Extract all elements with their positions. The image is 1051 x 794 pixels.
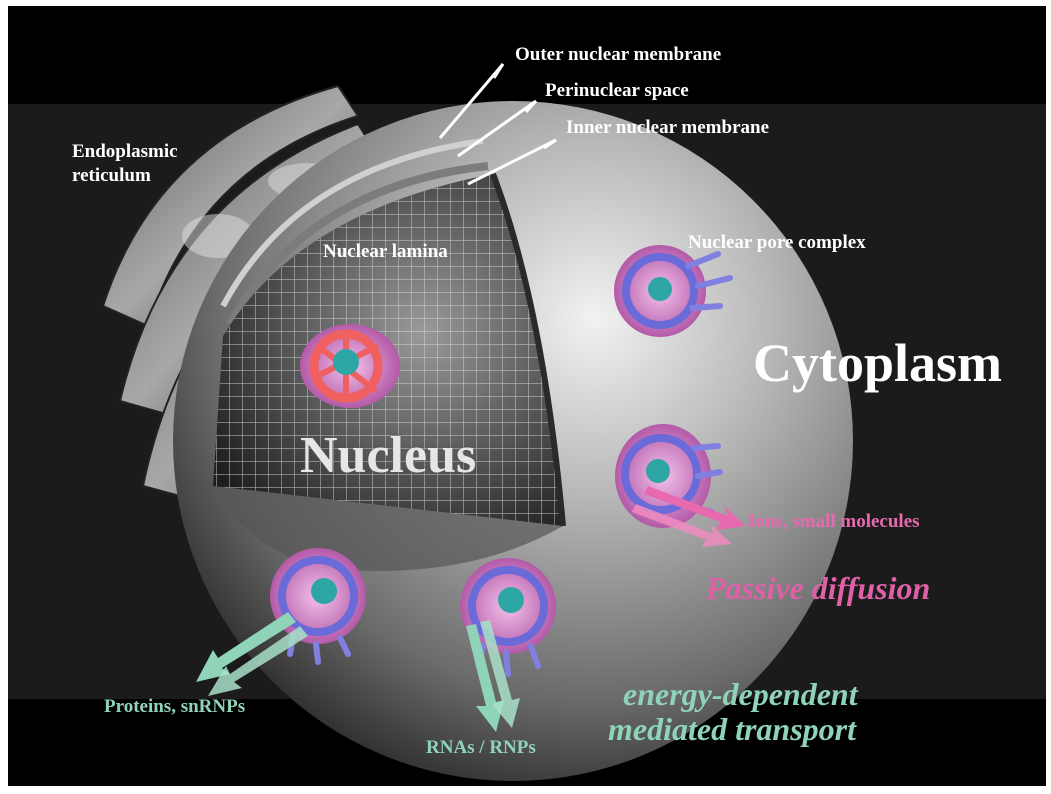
- label-mediated-transport: mediated transport: [608, 711, 856, 748]
- label-passive-diffusion: Passive diffusion: [706, 570, 930, 607]
- label-outer-nuclear-membrane: Outer nuclear membrane: [515, 44, 721, 66]
- diagram-canvas: Endoplasmic reticulum Outer nuclear memb…: [8, 6, 1046, 786]
- label-nuclear-lamina: Nuclear lamina: [323, 241, 448, 263]
- label-endoplasmic-reticulum: Endoplasmic reticulum: [72, 140, 212, 188]
- label-proteins-snrnps: Proteins, snRNPs: [104, 696, 245, 718]
- label-ions-small-molecules: Ions, small molecules: [748, 511, 920, 533]
- nucleus-illustration: [8, 6, 1046, 786]
- label-nucleus: Nucleus: [300, 426, 476, 485]
- label-nuclear-pore-complex: Nuclear pore complex: [688, 232, 866, 254]
- label-rnas-rnps: RNAs / RNPs: [426, 737, 536, 759]
- lamina-pore: [300, 324, 400, 408]
- label-perinuclear-space: Perinuclear space: [545, 80, 689, 102]
- label-inner-nuclear-membrane: Inner nuclear membrane: [566, 117, 769, 139]
- label-energy-dependent: energy-dependent: [623, 676, 858, 713]
- label-cytoplasm: Cytoplasm: [753, 332, 1002, 394]
